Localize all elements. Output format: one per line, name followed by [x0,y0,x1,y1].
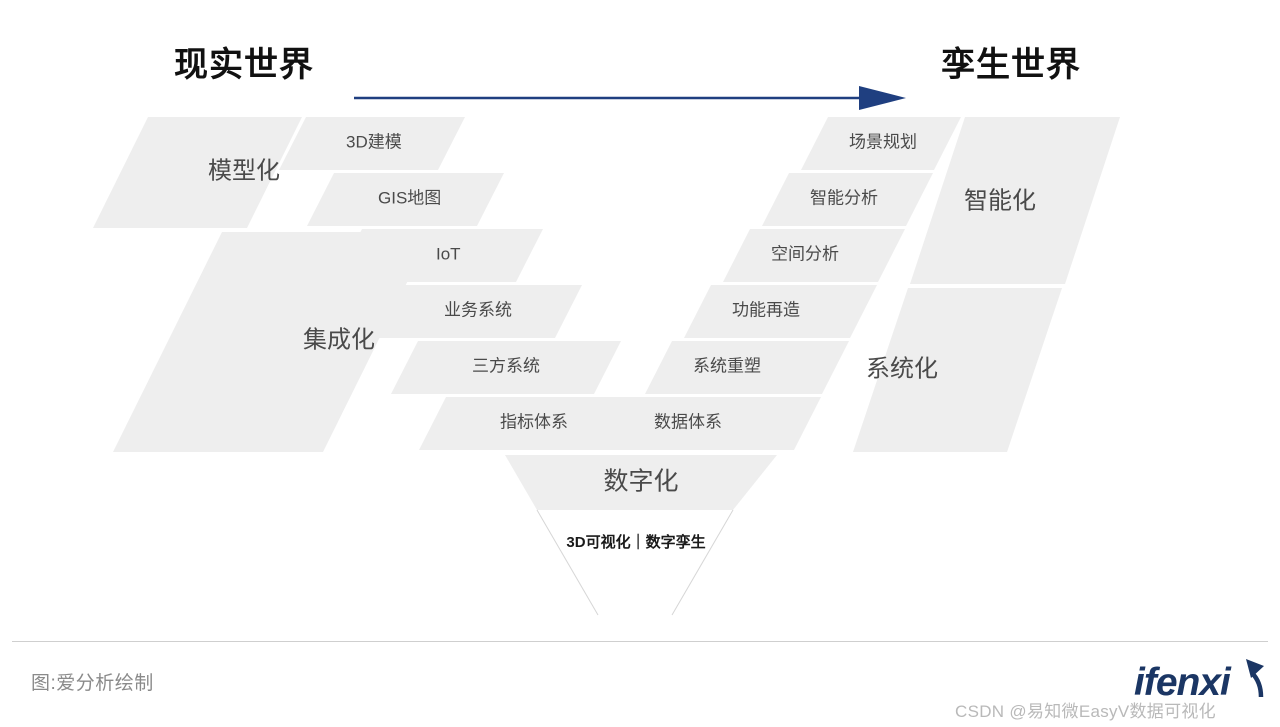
funnel-diagram: 模型化 集成化 智能化 系统化 3D建模 GIS地图 IoT 业务系统 三方系统… [93,117,1120,616]
right-item-shape-3 [684,285,877,338]
twin-world-label: 孪生世界 [941,46,1081,84]
left-item-label-1: GIS地图 [378,188,441,207]
right-item-shape-2 [723,229,905,282]
right-item-shape-1 [762,173,933,226]
left-category-shape-0 [93,117,302,228]
right-item-label-5: 数据体系 [654,412,722,431]
right-category-label-1: 系统化 [866,355,938,382]
right-item-group [606,117,961,450]
left-item-label-4: 三方系统 [472,356,540,375]
right-item-label-3: 功能再造 [732,300,800,319]
ifenxi-logo-icon: ifenxi [1134,659,1264,704]
left-item-label-2: IoT [436,244,461,263]
left-category-label-1: 集成化 [303,326,375,353]
right-item-label-0: 场景规划 [849,132,917,151]
bottom-trapezoid-shape [505,455,777,510]
footer-divider [12,641,1268,642]
right-category-shape-0 [910,117,1120,284]
left-item-shape-0 [279,117,465,170]
right-category-group [853,117,1120,452]
source-note: 图:爱分析绘制 [31,673,154,694]
right-arrow-icon [354,86,906,110]
right-category-shape-1 [853,288,1062,452]
header-row: 现实世界 孪生世界 [0,34,1280,110]
left-item-shape-3 [363,285,582,338]
left-item-label-3: 业务系统 [444,300,512,319]
left-item-label-5: 指标体系 [500,412,568,431]
right-item-shape-4 [645,341,849,394]
right-category-label-0: 智能化 [964,187,1036,214]
svg-text:ifenxi: ifenxi [1134,661,1232,704]
right-item-shape-0 [801,117,961,170]
real-world-label: 现实世界 [174,46,314,84]
csdn-watermark: CSDN @易知微EasyV数据可视化 [955,702,1216,721]
right-item-shape-5 [606,397,821,450]
left-category-shape-1 [113,232,432,452]
left-item-label-0: 3D建模 [346,132,402,151]
right-item-label-2: 空间分析 [771,244,839,263]
right-item-label-4: 系统重塑 [693,356,761,375]
left-item-shape-5 [419,397,660,450]
left-category-group [93,117,432,452]
left-category-label-0: 模型化 [208,157,280,184]
left-item-shape-1 [307,173,504,226]
tagline-label: 3D可视化｜数字孪生 [566,533,705,551]
v-outline [536,509,734,616]
left-item-shape-2 [335,229,543,282]
bottom-stage-label: 数字化 [603,468,678,496]
left-item-group [279,117,660,450]
left-item-shape-4 [391,341,621,394]
right-item-label-1: 智能分析 [810,188,878,207]
